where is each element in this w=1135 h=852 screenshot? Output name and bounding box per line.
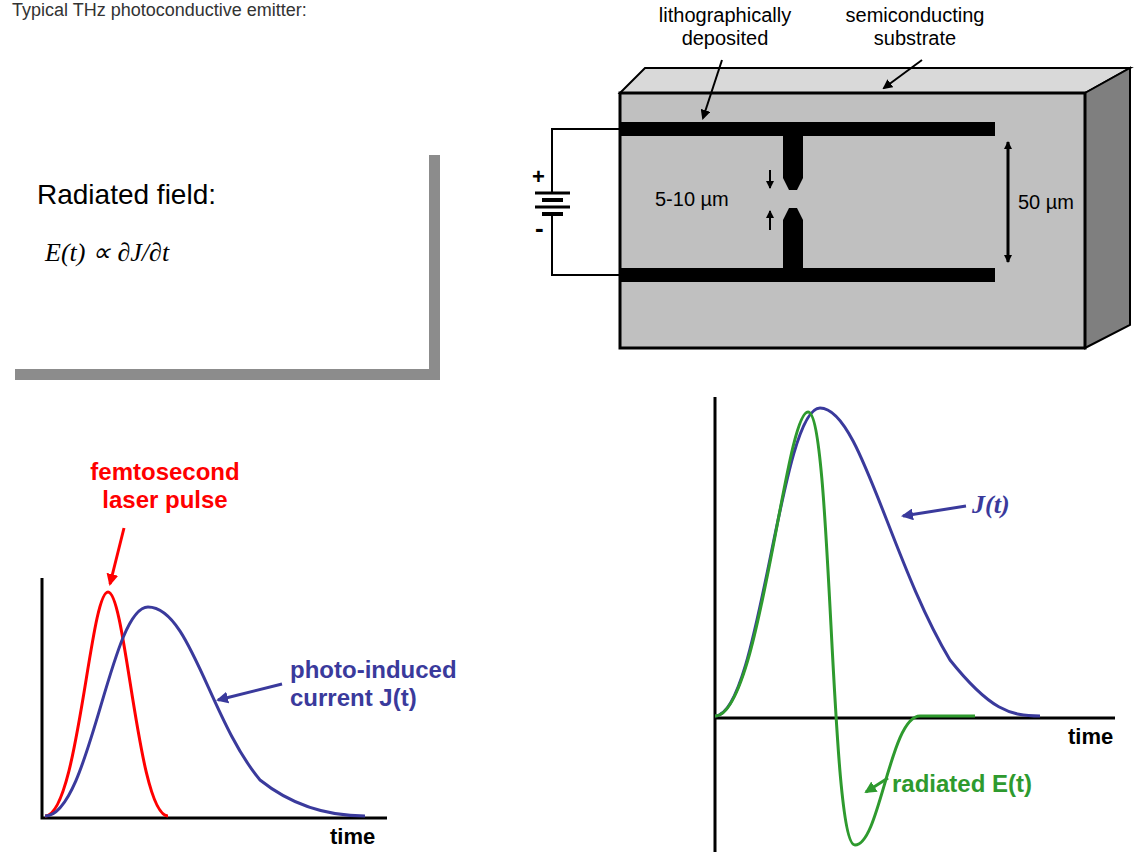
current-label: photo-induced current J(t) bbox=[290, 656, 505, 711]
formula-text: E(t) ∝ ∂J/∂t bbox=[45, 237, 413, 268]
part-label: semiconducting substrate bbox=[830, 4, 1000, 50]
field-plot bbox=[715, 397, 1115, 852]
dimension-arrows bbox=[770, 142, 1008, 262]
polarity-sign: + bbox=[532, 164, 545, 189]
formula-panel: Radiated field: E(t) ∝ ∂J/∂t bbox=[15, 155, 440, 380]
battery-symbol bbox=[535, 129, 620, 275]
title-note: Typical THz photoconductive emitter: bbox=[12, 0, 307, 21]
dimension-label: 5-10 µm bbox=[655, 188, 729, 211]
electrodes bbox=[620, 122, 995, 282]
curve-label: radiated E(t) bbox=[892, 770, 1032, 798]
axis-label: time bbox=[1068, 724, 1113, 749]
leader-lines bbox=[703, 60, 922, 118]
polarity-sign: - bbox=[535, 214, 544, 244]
axis-label: time bbox=[330, 824, 375, 849]
part-label: lithographically deposited bbox=[640, 4, 810, 50]
substrate-block bbox=[620, 68, 1130, 348]
pulse-label: femtosecond laser pulse bbox=[60, 458, 270, 513]
panel-heading: Radiated field: bbox=[37, 179, 413, 211]
curve-label: J(t) bbox=[972, 490, 1010, 520]
dimension-label: 50 µm bbox=[1018, 191, 1074, 214]
